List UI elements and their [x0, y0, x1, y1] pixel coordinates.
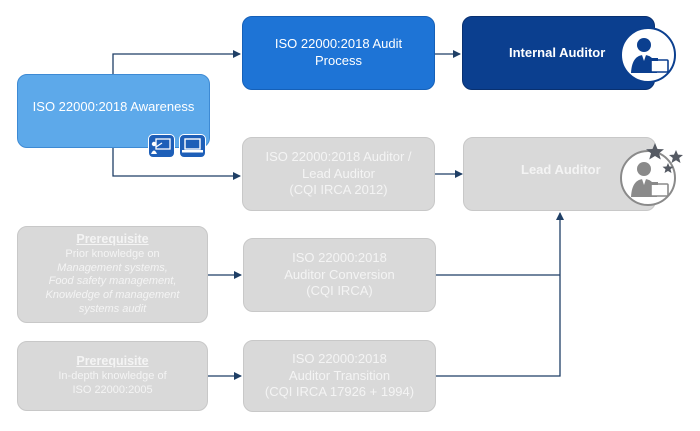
prerequisite-item: systems audit — [78, 302, 147, 315]
audit-process-line2: Process — [315, 53, 362, 68]
arrow-transition-to-lead-auditor — [435, 212, 564, 377]
arrow-awareness-to-lead-auditor-course — [112, 148, 241, 180]
star-icons — [646, 143, 683, 173]
prerequisite-line1: In-depth knowledge of — [58, 370, 167, 383]
lead-auditor-course-line1: ISO 22000:2018 Auditor / — [265, 149, 412, 165]
internal-auditor-person-icon — [620, 27, 676, 83]
lead-auditor-course-line3: (CQI IRCA 2012) — [289, 182, 388, 198]
lead-auditor-person-icon — [620, 150, 676, 206]
lead-auditor-label: Lead Auditor — [521, 161, 601, 177]
conversion-course-line1: ISO 22000:2018 — [292, 250, 387, 266]
prerequisite-heading: Prerequisite — [76, 354, 149, 369]
prerequisite-line2: ISO 22000:2005 — [72, 383, 153, 396]
prerequisite-item: Management systems, — [57, 261, 168, 274]
prerequisite-transition-box: Prerequisite In-depth knowledge of ISO 2… — [17, 341, 208, 411]
conversion-course-box: ISO 22000:2018 Auditor Conversion (CQI I… — [243, 238, 436, 312]
prerequisite-item: Food safety management, — [48, 275, 177, 288]
transition-course-line1: ISO 22000:2018 — [292, 351, 387, 367]
arrow-awareness-to-audit-process — [112, 50, 241, 75]
transition-course-line3: (CQI IRCA 17926 + 1994) — [264, 384, 415, 400]
prerequisite-conversion-box: Prerequisite Prior knowledge on Manageme… — [17, 226, 208, 323]
awareness-box: ISO 22000:2018 Awareness — [17, 74, 210, 158]
audit-process-box: ISO 22000:2018 Audit Process — [242, 16, 435, 90]
lead-auditor-course-line2: Lead Auditor — [301, 165, 375, 181]
audit-process-line1: ISO 22000:2018 Audit — [274, 36, 403, 52]
internal-auditor-label: Internal Auditor — [509, 44, 606, 60]
internal-auditor-box: Internal Auditor — [462, 16, 655, 90]
laptop-icon — [179, 134, 206, 158]
prerequisite-heading: Prerequisite — [76, 232, 149, 247]
prerequisite-item: Knowledge of management — [45, 289, 180, 302]
transition-course-line2: Auditor Transition — [288, 367, 391, 383]
star-icon — [669, 150, 683, 163]
lead-auditor-course-box: ISO 22000:2018 Auditor / Lead Auditor (C… — [242, 137, 435, 211]
awareness-label: ISO 22000:2018 Awareness — [32, 98, 195, 114]
star-icon — [646, 143, 664, 160]
conversion-course-line2: Auditor Conversion — [284, 266, 395, 282]
trainer-icon — [148, 134, 175, 158]
conversion-course-line3: (CQI IRCA) — [306, 283, 373, 299]
transition-course-box: ISO 22000:2018 Auditor Transition (CQI I… — [243, 340, 436, 412]
star-icon — [662, 163, 674, 173]
prerequisite-intro: Prior knowledge on — [65, 247, 160, 260]
